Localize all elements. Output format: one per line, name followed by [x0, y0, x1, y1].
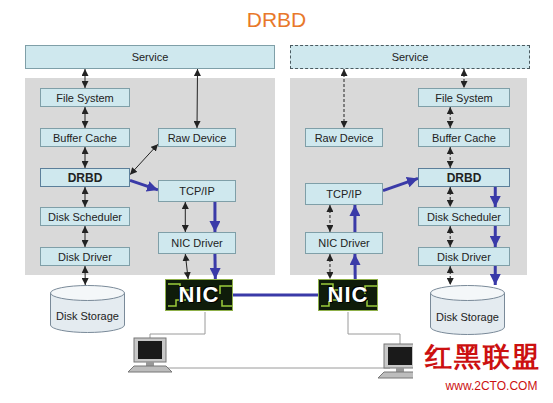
disk-cylinder: Disk Storage: [430, 285, 505, 335]
layer-box: Buffer Cache: [40, 128, 130, 147]
node-label: Disk Storage: [56, 296, 119, 322]
io-arrow: [130, 144, 158, 175]
nic-card: NIC: [165, 279, 233, 311]
io-arrow: [450, 266, 451, 285]
io-arrow: [450, 107, 451, 128]
node-label: Raw Device: [168, 132, 227, 144]
network-wire: [150, 312, 400, 368]
node-label: Disk Driver: [437, 251, 491, 263]
node-label: NIC: [328, 283, 369, 307]
node-label: Buffer Cache: [53, 132, 117, 144]
io-arrow: [450, 147, 451, 168]
node-label: Service: [392, 51, 429, 63]
node-label: DRBD: [68, 172, 103, 184]
host-panel: [290, 78, 527, 275]
replication-arrow: [494, 226, 497, 247]
node-label: NIC Driver: [171, 237, 222, 249]
replication-arrow: [213, 202, 216, 232]
io-arrow: [329, 254, 330, 279]
layer-box: NIC Driver: [158, 232, 236, 254]
layer-box: TCP/IP: [305, 183, 383, 205]
io-arrow: [85, 226, 86, 247]
node-label: TCP/IP: [326, 188, 361, 200]
node-label: NIC Driver: [318, 237, 369, 249]
watermark: www.2CTO.COM: [430, 378, 553, 394]
disk-cylinder: Disk Storage: [50, 285, 125, 333]
node-label: Raw Device: [315, 132, 374, 144]
replication-arrow: [353, 254, 356, 279]
watermark: 红黑联盟: [413, 340, 553, 374]
replication-arrow: [494, 266, 497, 285]
replication-arrow: [494, 187, 497, 207]
layer-box: Buffer Cache: [418, 128, 510, 147]
replication-arrow: [233, 294, 318, 297]
replication-arrow: [383, 178, 418, 190]
layer-box: File System: [40, 88, 130, 107]
watermark-backdrop: [413, 338, 553, 403]
layer-box: Disk Driver: [418, 247, 510, 266]
node-label: File System: [56, 92, 113, 104]
node-label: Disk Storage: [436, 297, 499, 323]
io-arrow: [464, 69, 465, 88]
cylinder-outline: [430, 285, 505, 335]
io-arrow: [85, 107, 86, 128]
drbd-box: DRBD: [40, 168, 130, 187]
drbd-box: DRBD: [418, 168, 510, 187]
node-label: Buffer Cache: [432, 132, 496, 144]
replication-arrow: [130, 180, 158, 190]
replication-arrow: [353, 205, 356, 232]
service-box: Service: [290, 45, 530, 69]
replication-arrow: [213, 254, 216, 279]
layer-box: NIC Driver: [305, 232, 383, 254]
node-label: Service: [132, 51, 169, 63]
node-label: Disk Driver: [58, 251, 112, 263]
layer-box: Raw Device: [305, 128, 383, 147]
layer-box: Disk Scheduler: [418, 207, 510, 226]
layer-box: TCP/IP: [158, 180, 236, 202]
nic-card: NIC: [318, 279, 378, 311]
host-panel: [25, 78, 275, 275]
layer-box: Disk Driver: [40, 247, 130, 266]
node-label: Disk Scheduler: [427, 211, 501, 223]
layer-box: File System: [418, 88, 510, 107]
node-label: Disk Scheduler: [48, 211, 122, 223]
cylinder-outline: [50, 285, 125, 333]
io-arrow: [85, 187, 86, 207]
computer-icon: [128, 338, 172, 372]
io-arrow: [185, 202, 186, 232]
io-arrow: [450, 187, 451, 207]
io-arrow: [329, 205, 330, 232]
io-arrow: [85, 266, 86, 285]
node-label: TCP/IP: [179, 185, 214, 197]
node-label: DRBD: [447, 172, 482, 184]
io-arrow: [185, 254, 188, 279]
io-arrow: [85, 69, 86, 88]
node-label: NIC: [179, 283, 220, 307]
layer-box: Disk Scheduler: [40, 207, 130, 226]
io-arrow: [197, 69, 199, 128]
io-arrow: [344, 69, 345, 128]
io-arrow: [85, 147, 86, 168]
diagram-title: DRBD: [200, 6, 353, 34]
node-label: File System: [435, 92, 492, 104]
service-box: Service: [25, 45, 275, 69]
layer-box: Raw Device: [158, 128, 236, 147]
io-arrow: [450, 226, 451, 247]
